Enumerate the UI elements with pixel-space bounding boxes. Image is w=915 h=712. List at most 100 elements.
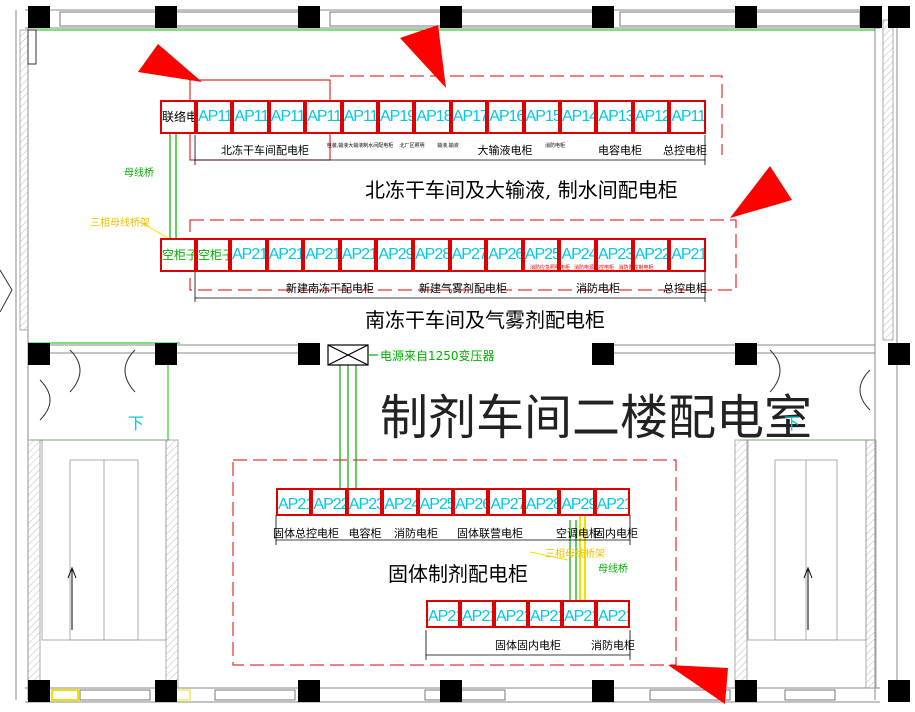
group-label: 消防电源监控电柜 xyxy=(573,265,615,271)
column xyxy=(28,680,50,702)
group-label: 消防电柜 xyxy=(576,282,620,295)
cabinet-ap15: AP15 xyxy=(523,100,560,134)
red-arrows xyxy=(138,25,792,704)
cabinet-ap29: AP29 xyxy=(376,238,413,272)
group-label: 固内电柜 xyxy=(594,527,638,540)
column xyxy=(888,680,910,702)
cabinet-ap215: AP215 xyxy=(562,600,596,628)
cabinet-ap110: AP110 xyxy=(341,100,378,134)
cabinet-lead-south-1: 空柜子 xyxy=(160,238,196,272)
column xyxy=(888,343,910,365)
stair-down-left: 下 xyxy=(128,414,145,433)
cabinet-ap13: AP13 xyxy=(596,100,633,134)
cabinet-ap27: AP27 xyxy=(488,488,524,516)
room-title: 制剂车间二楼配电室 xyxy=(380,390,813,446)
column xyxy=(592,343,614,365)
transformer-box xyxy=(327,344,378,366)
row-north-label: 北冻干车间及大输液, 制水间配电柜 xyxy=(365,178,678,202)
column xyxy=(735,680,757,702)
group-label: 总控电柜 xyxy=(663,282,707,295)
column xyxy=(28,343,50,365)
cabinet-ap19: AP19 xyxy=(378,100,415,134)
group-label: 大输液电柜 xyxy=(477,144,533,157)
group-label: 消防应急照明电柜 xyxy=(529,265,571,271)
cabinet-ap210: AP210 xyxy=(339,238,377,272)
group-label: 北厂区照明 xyxy=(399,143,425,149)
cabinet-ap211: AP211 xyxy=(460,600,494,628)
cabinet-ap23: AP23 xyxy=(346,488,383,516)
stairs-left xyxy=(41,439,167,641)
column xyxy=(298,6,320,28)
cabinet-ap216: AP216 xyxy=(596,600,630,628)
group-label: 消防泵控制电柜 xyxy=(618,265,654,271)
column xyxy=(888,6,910,28)
column xyxy=(592,6,614,28)
group-label: 固体联营电柜 xyxy=(457,527,523,540)
busbar-label-1: 母线桥 xyxy=(124,168,154,179)
row-south-label: 南冻干车间及气雾剂配电柜 xyxy=(365,308,605,332)
stairs-right xyxy=(747,439,867,641)
cabinet-ap214: AP214 xyxy=(528,600,562,628)
group-label: 总控电柜 xyxy=(663,144,707,157)
group-label: 固体总控电柜 xyxy=(273,527,339,540)
cabinet-ap212: AP212 xyxy=(426,600,460,628)
group-label: 新建南冻干配电柜 xyxy=(286,282,374,295)
power-source-label: 电源来自1250变压器 xyxy=(380,349,495,363)
cabinet-ap210: AP210 xyxy=(594,488,630,516)
group-label: 空调电柜 xyxy=(556,527,600,540)
cabinet-ap26: AP26 xyxy=(453,488,489,516)
group-label: 包装,输液大输液制水间配电柜 xyxy=(326,143,394,149)
column xyxy=(440,680,462,702)
group-label: 消防电柜 xyxy=(544,143,566,149)
cabinet-ap26: AP26 xyxy=(486,238,523,272)
column xyxy=(735,6,757,28)
cabinet-ap18: AP18 xyxy=(414,100,451,134)
cabinet-ap113: AP113 xyxy=(232,100,269,134)
column xyxy=(155,6,177,28)
group-label: 固体固内电柜 xyxy=(495,639,561,652)
column xyxy=(298,680,320,702)
column xyxy=(298,343,320,365)
cabinet-ap24: AP24 xyxy=(559,238,596,272)
column xyxy=(28,6,50,28)
cabinet-ap22: AP22 xyxy=(632,238,670,272)
cabinet-ap28: AP28 xyxy=(413,238,450,272)
cabinet-ap211: AP211 xyxy=(303,238,340,272)
group-label: 电容电柜 xyxy=(598,144,642,157)
cabinet-ap25: AP25 xyxy=(522,238,560,272)
cabinet-ap14: AP14 xyxy=(560,100,597,134)
dimension-lines xyxy=(194,135,706,660)
group-label: 电容柜 xyxy=(348,527,382,540)
cabinet-ap24: AP24 xyxy=(382,488,418,516)
cabinet-lead-north: 联络电柜 xyxy=(160,100,196,134)
cabinet-ap213: AP213 xyxy=(494,600,528,628)
group-label: 北冻干车间配电柜 xyxy=(221,144,309,157)
column xyxy=(860,6,882,28)
group-label: 消防电柜 xyxy=(394,527,438,540)
solid-title: 固体制剂配电柜 xyxy=(388,562,528,586)
busbar-label-2: 母线桥 xyxy=(598,564,628,575)
cabinet-ap17: AP17 xyxy=(450,100,488,134)
cabinet-ap114: AP114 xyxy=(196,100,233,134)
column xyxy=(440,6,462,28)
stair-arrows xyxy=(67,566,813,630)
cabinet-ap27: AP27 xyxy=(449,238,487,272)
group-label: 新建气雾剂配电柜 xyxy=(419,282,507,295)
windows-bottom xyxy=(51,689,836,701)
stair-down-right: 下 xyxy=(784,414,801,433)
column xyxy=(155,343,177,365)
cable-tray-label-2: 三相母线桥架 xyxy=(545,549,605,560)
cabinet-ap11: AP11 xyxy=(669,100,706,134)
cabinet-ap16: AP16 xyxy=(487,100,524,134)
cable-tray-label-1: 三相母线桥架 xyxy=(90,218,150,229)
column xyxy=(592,680,614,702)
group-label: 消防电柜 xyxy=(591,639,635,652)
cabinet-ap25: AP25 xyxy=(417,488,453,516)
cabinet-ap213: AP213 xyxy=(230,238,267,272)
cabinet-ap112: AP112 xyxy=(268,100,306,134)
cabinet-ap111: AP111 xyxy=(305,100,342,134)
busbar-lines xyxy=(169,130,577,600)
cabinet-ap29: AP29 xyxy=(559,488,595,516)
cabinet-lead-south-2: 空柜子 xyxy=(196,238,230,272)
